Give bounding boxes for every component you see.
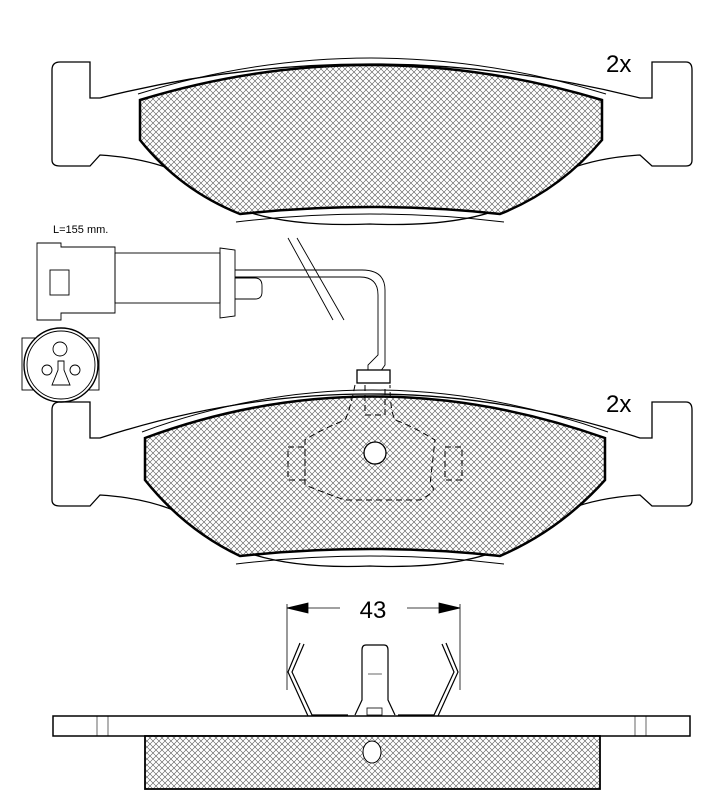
top-pad-quantity: 2x [606,51,631,78]
side-backplate [52,715,691,737]
connector-end-view [21,327,100,403]
sensor-connector [36,242,116,321]
bottom-pad-friction [143,395,607,558]
clip-width-dimension: 43 [360,597,387,624]
side-view [52,602,691,790]
hidden-clip-outline [287,384,463,501]
dimension-43 [286,602,461,690]
top-brake-pad [51,57,693,226]
bottom-pad-quantity: 2x [606,391,631,418]
sensor-mount [356,369,391,384]
sensor-length-label: L=155 mm. [53,224,108,236]
wear-sensor [21,237,386,403]
retaining-clip [287,642,459,717]
pad-hole [363,441,387,465]
bottom-brake-pad [51,369,693,568]
top-pad-friction [138,63,604,216]
